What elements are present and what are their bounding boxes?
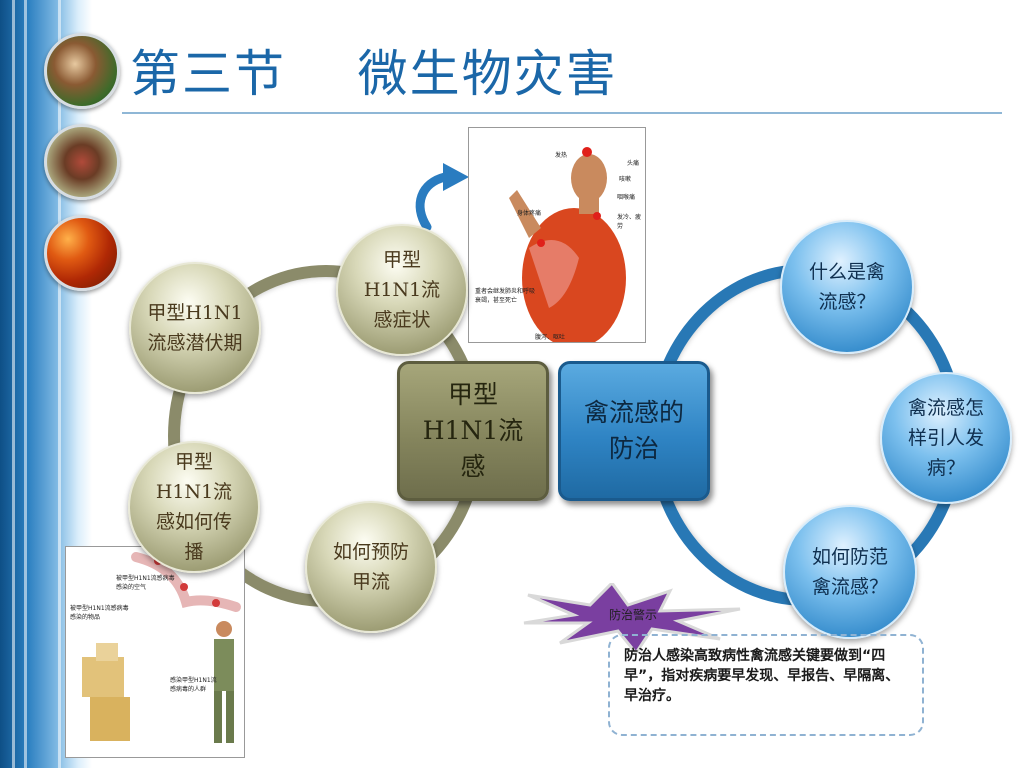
symptom-label: 身体疼痛: [517, 210, 542, 217]
page-title: 第三节 微生物灾害: [130, 45, 618, 103]
h1n1-symptoms-bubble[interactable]: 甲型H1N1流感症状: [336, 224, 468, 356]
band-stripe: [58, 0, 61, 768]
h1n1-transmission-label: 甲型H1N1流感如何传播: [155, 451, 233, 563]
h1n1-transmission-bubble[interactable]: 甲型H1N1流感如何传播: [128, 441, 260, 573]
bird-flu-what-is-bubble[interactable]: 什么是禽流感？: [780, 220, 914, 354]
starburst-shape: [523, 583, 741, 653]
bird-flu-cause-label: 禽流感怎样引人发病？: [907, 397, 984, 479]
curved-arrow-icon: [415, 163, 469, 232]
bird-flu-topic-box[interactable]: 禽流感的防治: [558, 361, 710, 501]
tick-image: [44, 124, 120, 200]
h1n1-topic-box[interactable]: 甲型H1N1流感: [397, 361, 549, 501]
flu-symptoms-illustration: 发热 头痛 咳嗽 咽喉痛 身体疼痛 发冷、疲劳 重者会继发肺炎和呼吸衰竭，甚至死…: [468, 127, 646, 343]
transmission-label: 被甲型H1N1流感病毒感染的空气: [116, 575, 175, 591]
transmission-label: 被甲型H1N1流感病毒感染的物品: [70, 605, 129, 621]
h1n1-prevention-label: 如何预防甲流: [332, 541, 409, 593]
anatomy-figure: [509, 147, 626, 342]
band-stripe: [24, 0, 27, 768]
bird-flu-prevention-bubble[interactable]: 如何防范禽流感？: [783, 505, 917, 639]
bird-flu-what-is-label: 什么是禽流感？: [808, 261, 885, 313]
symptom-label: 腹泻、呕吐: [535, 334, 566, 341]
h1n1-latency-label: 甲型H1N1流感潜伏期: [147, 302, 243, 354]
h1n1-symptoms-label: 甲型H1N1流感症状: [363, 249, 441, 331]
symptom-label: 发热: [555, 152, 568, 159]
h1n1-topic-label: 甲型H1N1流感: [422, 380, 524, 481]
bird-flu-topic-label: 禽流感的防治: [583, 398, 684, 463]
flu-transmission-illustration: 被甲型H1N1流感病毒感染的空气 被甲型H1N1流感病毒感染的物品 感染甲型H1…: [65, 546, 245, 758]
bird-flu-prevention-label: 如何防范禽流感？: [811, 546, 888, 598]
cells-image: [44, 215, 120, 291]
symptom-label: 头痛: [627, 160, 640, 167]
prevention-note: 防治人感染高致病性禽流感关键要做到“四早”，指对疾病要早发现、早报告、早隔离、早…: [608, 634, 924, 736]
title-divider: [122, 112, 1002, 114]
alert-label: 防治警示: [608, 608, 657, 622]
mushroom-image: [44, 33, 120, 109]
h1n1-prevention-bubble[interactable]: 如何预防甲流: [305, 501, 437, 633]
transmission-label: 感染甲型H1N1流感病毒的人群: [170, 677, 217, 693]
band-stripe: [12, 0, 15, 768]
symptom-label: 咳嗽: [619, 176, 632, 183]
symptom-label: 咽喉痛: [617, 194, 636, 201]
symptom-label: 发冷、疲劳: [617, 214, 642, 230]
symptom-label: 重者会继发肺炎和呼吸衰竭，甚至死亡: [475, 288, 536, 304]
h1n1-latency-bubble[interactable]: 甲型H1N1流感潜伏期: [129, 262, 261, 394]
bird-flu-cause-bubble[interactable]: 禽流感怎样引人发病？: [880, 372, 1012, 504]
